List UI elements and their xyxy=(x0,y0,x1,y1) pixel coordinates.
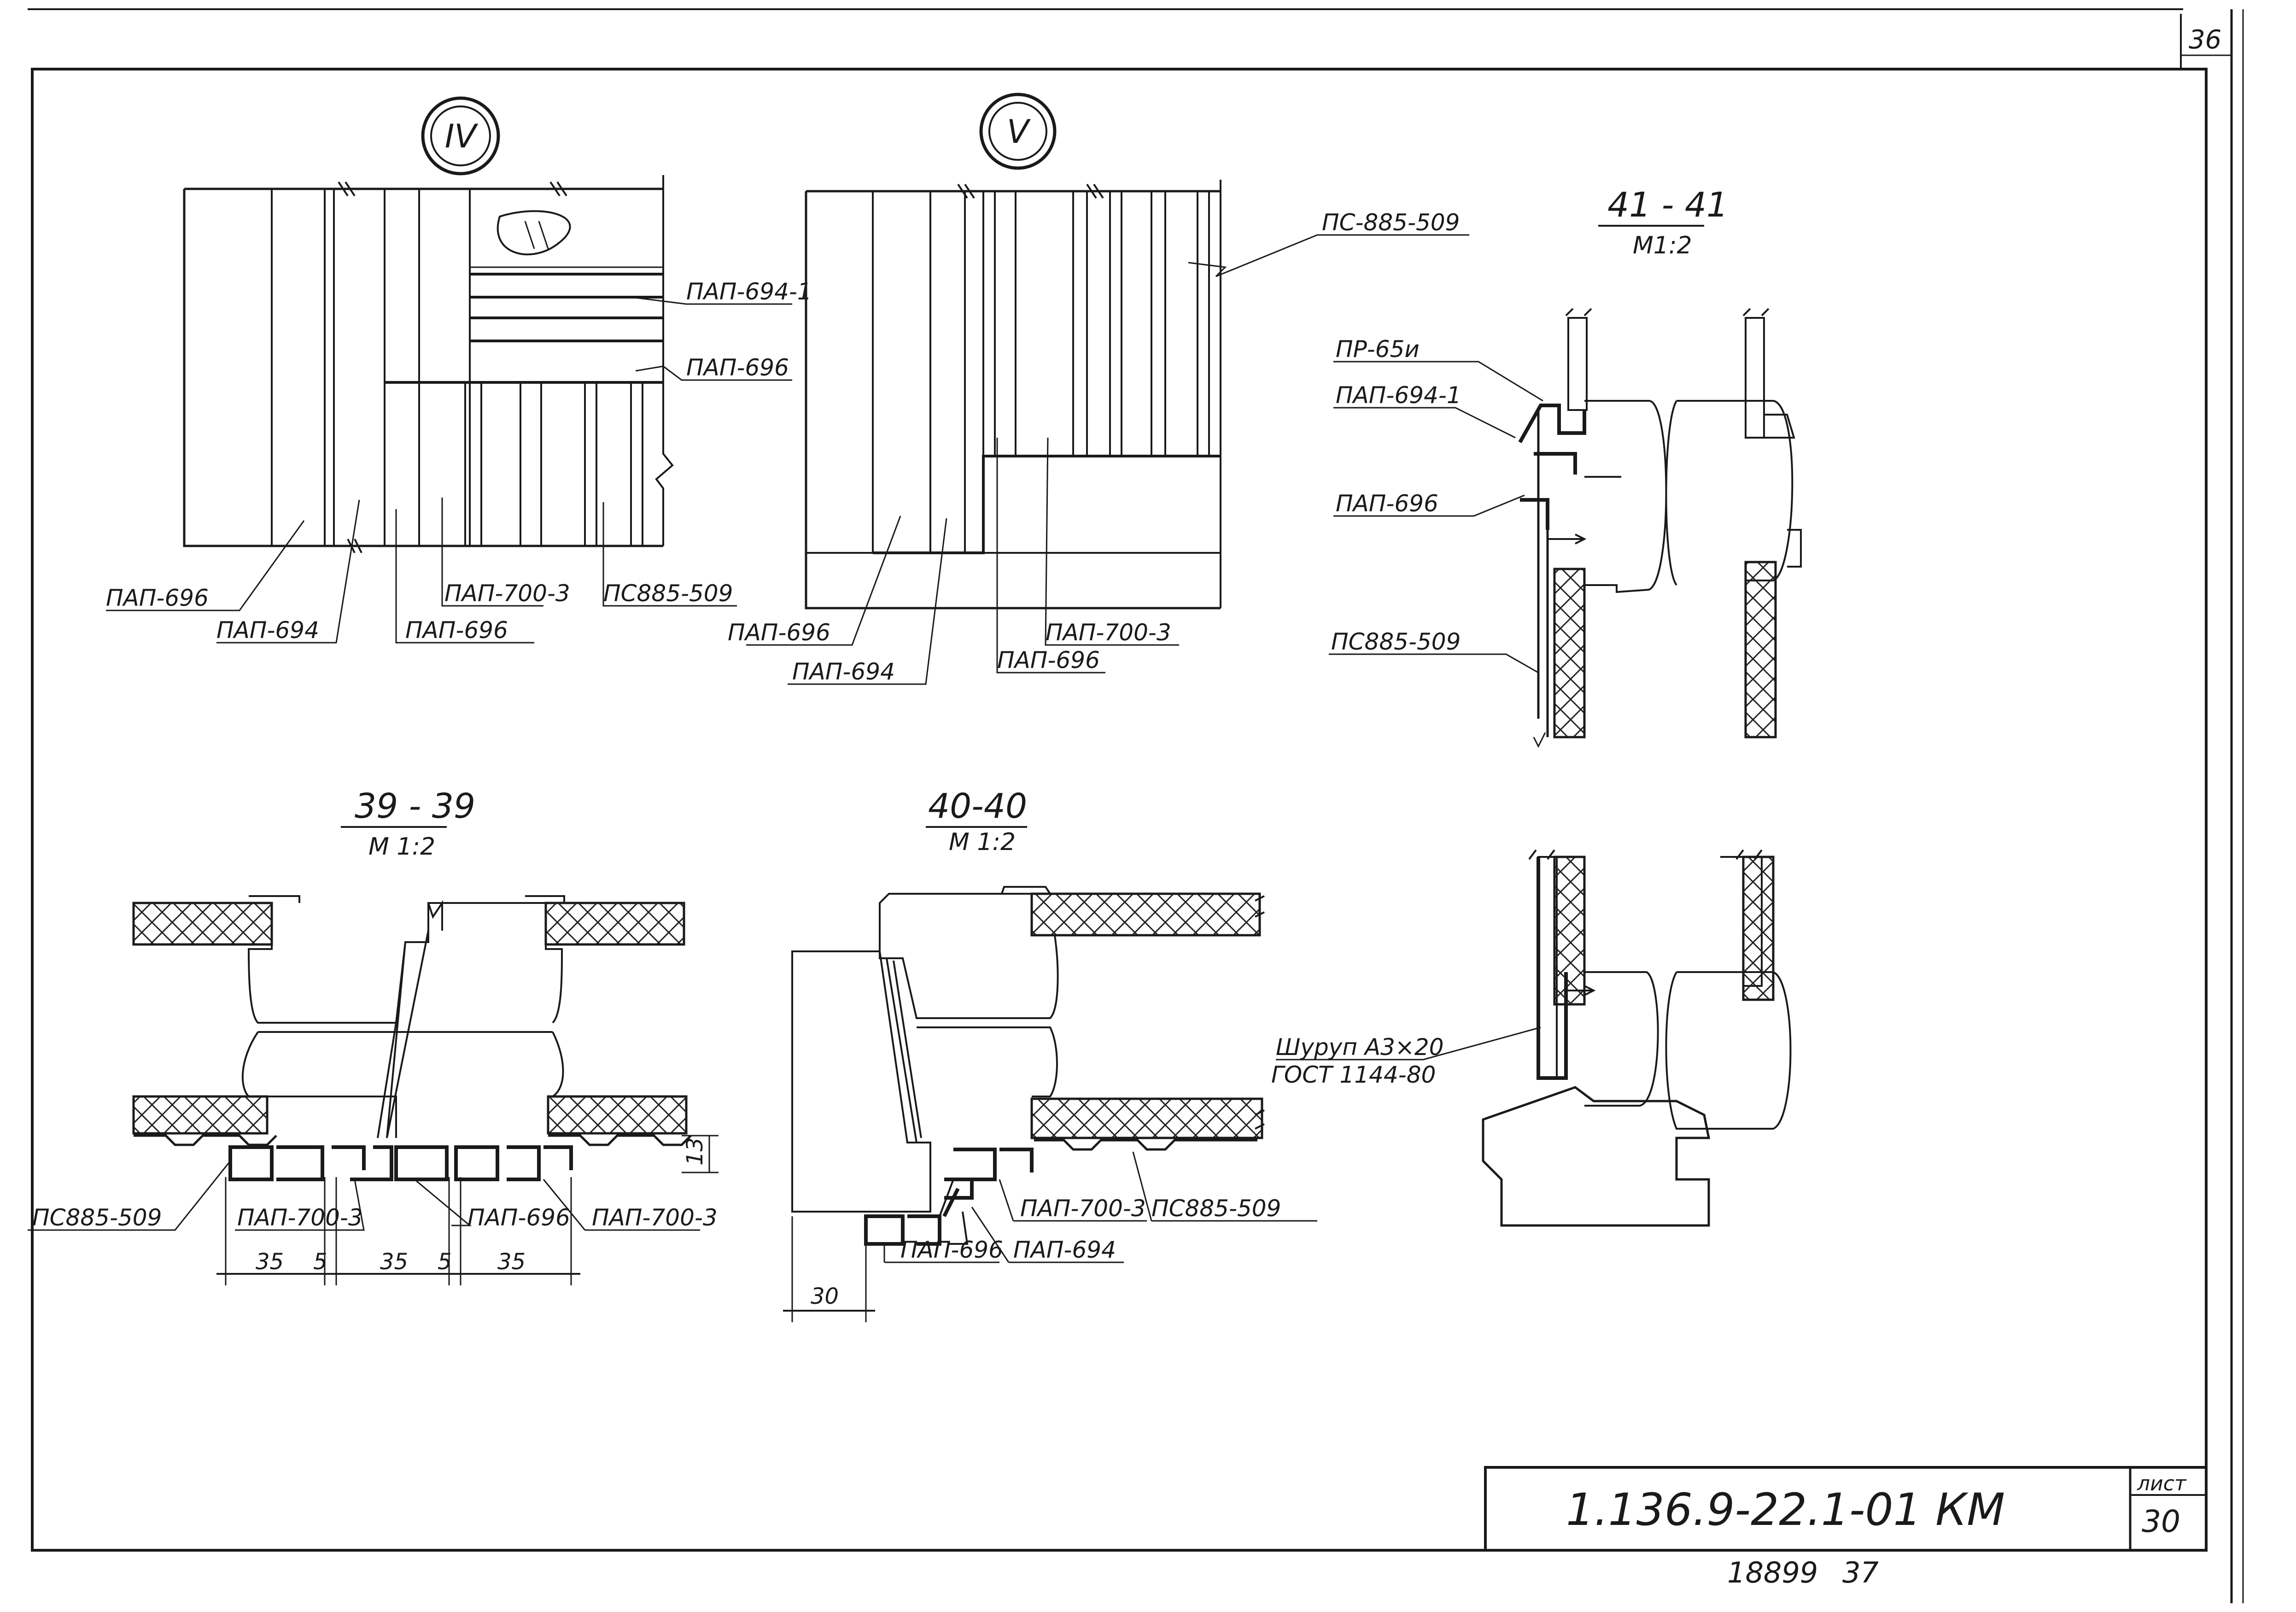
section-39-label-pap-696: ПАП-696 xyxy=(467,1204,570,1231)
section-40-label-pap-696: ПАП-696 xyxy=(900,1237,1003,1263)
view-iv: IV xyxy=(106,96,812,644)
section-39-dim-5-a: 5 xyxy=(313,1249,327,1275)
section-41-scale: М1:2 xyxy=(1633,232,1692,259)
section-41-label-pap-694-1: ПАП-694-1 xyxy=(1336,382,1461,409)
section-39-dim-35-b: 35 xyxy=(380,1249,408,1275)
drawing-frame xyxy=(28,8,2244,1603)
section-40-label-pap-700-3: ПАП-700-3 xyxy=(1020,1195,1146,1222)
section-39-title: 39 - 39 xyxy=(355,786,475,826)
view-v-leaders xyxy=(746,234,1469,685)
view-v-label-pap-696-right: ПАП-696 xyxy=(997,647,1100,674)
section-41-leaders xyxy=(1329,361,1543,674)
view-v-label-ps-885-509: ПС-885-509 xyxy=(1322,209,1460,236)
view-v-label-pap-700-3: ПАП-700-3 xyxy=(1046,619,1171,646)
section-39: 39 - 39 М 1:2 xyxy=(28,786,719,1285)
section-41-label-pap-696: ПАП-696 xyxy=(1336,490,1438,517)
section-40-label-pap-694: ПАП-694 xyxy=(1013,1237,1116,1263)
view-iv-marker: IV xyxy=(421,96,500,176)
title-block-sheet-value: 30 xyxy=(2142,1504,2180,1539)
section-40-dim-30: 30 xyxy=(811,1284,839,1309)
view-iv-label-pap-696-left: ПАП-696 xyxy=(106,585,209,611)
section-41-label-screw-2: ГОСТ 1144-80 xyxy=(1271,1061,1436,1088)
section-40-leaders xyxy=(883,1151,1317,1263)
section-41-label-ps-885-509: ПС885-509 xyxy=(1331,628,1461,655)
sheet-number: 36 xyxy=(2189,25,2221,55)
section-39-dim-13: 13 xyxy=(682,1137,708,1166)
section-40: 40-40 М 1:2 ПАП- xyxy=(783,786,1317,1322)
view-v-elevation xyxy=(805,180,1221,610)
section-39-label-ps-885-509: ПС885-509 xyxy=(32,1204,162,1231)
view-v-marker: V xyxy=(979,93,1057,170)
view-iv-label-pap-696-mid: ПАП-696 xyxy=(405,617,508,644)
title-block-inventory: 18899 xyxy=(1727,1556,1818,1589)
section-41-title: 41 - 41 xyxy=(1607,185,1728,225)
section-39-dim-35-c: 35 xyxy=(497,1249,526,1275)
view-iv-leaders xyxy=(106,296,792,644)
section-39-dim-35-a: 35 xyxy=(256,1249,284,1275)
view-iv-labels: ПАП-694-1 ПАП-696 ПАП-696 ПАП-694 ПАП-70… xyxy=(106,278,812,644)
view-v-label-pap-696-left: ПАП-696 xyxy=(728,619,830,646)
view-iv-label-pap-694-1: ПАП-694-1 xyxy=(686,278,812,305)
section-41-upper-detail xyxy=(1518,308,1802,748)
section-41-lower-detail xyxy=(1482,849,1792,1227)
title-block-designation: 1.136.9-22.1-01 КМ xyxy=(1566,1484,2005,1536)
section-40-title: 40-40 xyxy=(928,786,1027,826)
view-iv-elevation xyxy=(183,175,674,553)
section-39-dim-5-b: 5 xyxy=(438,1249,452,1275)
section-40-label-ps-885-509: ПС885-509 xyxy=(1151,1195,1281,1222)
view-v-marker-text: V xyxy=(1007,113,1031,151)
title-block-sheet-label: лист xyxy=(2137,1472,2187,1495)
view-iv-label-ps-885-509: ПС885-509 xyxy=(603,580,733,607)
section-41: 41 - 41 М1:2 ПР-65и ПАП-694-1 ПА xyxy=(1271,185,1802,1227)
section-40-scale: М 1:2 xyxy=(949,828,1016,856)
view-v-labels: ПС-885-509 ПАП-696 ПАП-694 ПАП-700-3 ПАП… xyxy=(728,209,1460,685)
section-41-label-pr-65u: ПР-65и xyxy=(1336,336,1420,363)
section-39-dim-lines xyxy=(216,1177,580,1285)
section-40-dim-lines xyxy=(783,1216,875,1322)
section-41-screw-leader xyxy=(1276,1026,1541,1061)
view-v: V xyxy=(728,93,1469,685)
section-39-detail xyxy=(132,895,719,1181)
section-39-scale: М 1:2 xyxy=(368,833,435,861)
section-41-label-screw-1: Шуруп А3×20 xyxy=(1276,1034,1444,1061)
view-v-label-pap-694: ПАП-694 xyxy=(792,658,895,685)
title-block: 1.136.9-22.1-01 КМ лист 30 18899 37 xyxy=(1484,1466,2208,1589)
view-iv-label-pap-694: ПАП-694 xyxy=(216,617,319,644)
view-iv-label-pap-696-top: ПАП-696 xyxy=(686,354,789,381)
section-39-label-pap-700-3-b: ПАП-700-3 xyxy=(592,1204,718,1231)
section-40-detail xyxy=(791,886,1265,1246)
view-iv-label-pap-700-3: ПАП-700-3 xyxy=(444,580,570,607)
section-39-leaders xyxy=(28,1161,700,1231)
title-block-inventory-page: 37 xyxy=(1842,1556,1879,1589)
view-iv-marker-text: IV xyxy=(445,117,479,155)
section-39-label-pap-700-3-a: ПАП-700-3 xyxy=(237,1204,363,1231)
